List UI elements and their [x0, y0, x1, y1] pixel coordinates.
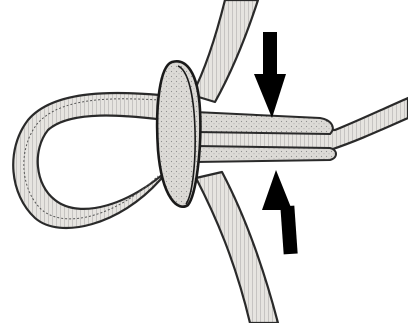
upward-arrow-icon	[262, 170, 298, 254]
webbing-upper-strap	[192, 0, 258, 102]
downward-arrow-icon	[254, 32, 286, 118]
webbing-doubled-lower	[195, 146, 336, 162]
grommet-disc	[157, 61, 200, 206]
webbing-lower-strap	[196, 172, 278, 323]
webbing-loop	[13, 93, 170, 228]
webbing-doubled-section	[195, 112, 333, 134]
